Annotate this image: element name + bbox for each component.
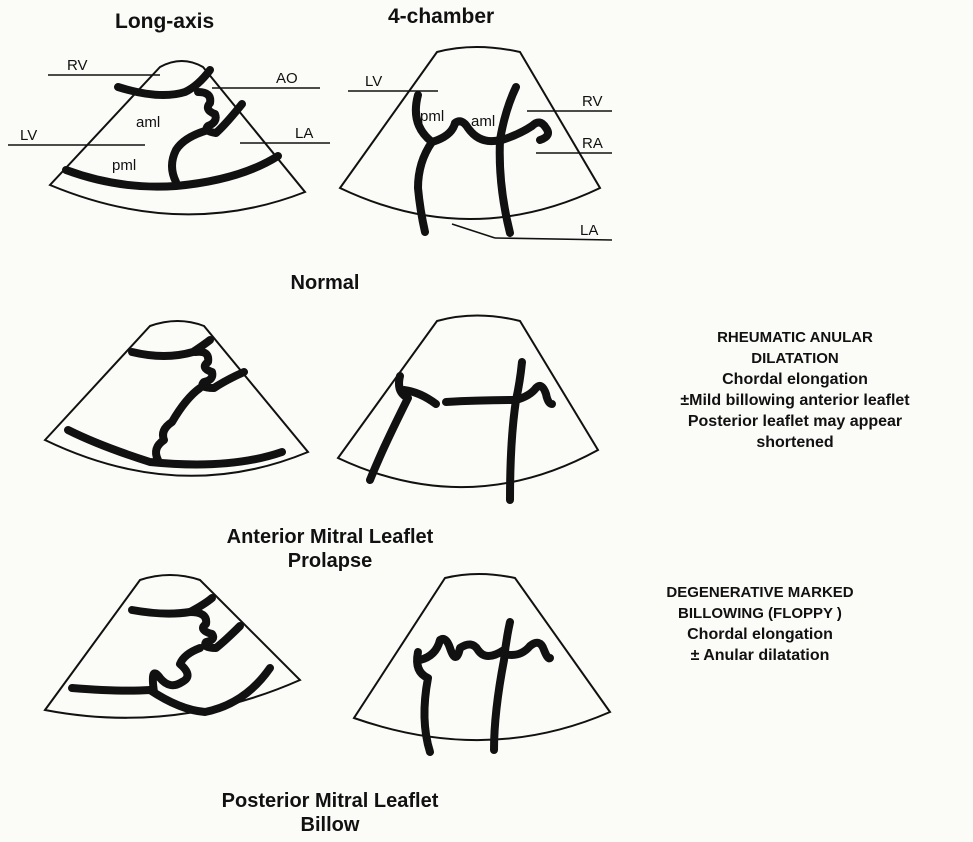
note-degenerative-title-line2: BILLOWING (FLOPPY ) [600, 603, 920, 624]
label-ra: RA [582, 135, 603, 152]
pml-billow-long-axis-view [45, 575, 300, 718]
note-rheumatic-title-line2: DILATATION [620, 348, 970, 369]
sector-outline [50, 61, 305, 214]
sector-outline [45, 575, 300, 718]
posterior-lv-wall [72, 668, 270, 712]
note-degenerative-title-line1: DEGENERATIVE MARKED [600, 582, 920, 603]
septum [500, 87, 516, 233]
label-la: LA [295, 125, 313, 142]
aortic-root [190, 612, 240, 648]
note-degenerative: DEGENERATIVE MARKED BILLOWING (FLOPPY ) … [600, 582, 920, 666]
caption-aml-prolapse-line2: Prolapse [160, 550, 500, 573]
posterior-mitral-leaflet-billow [153, 648, 200, 692]
label-aml: aml [471, 113, 495, 130]
label-la: LA [580, 222, 598, 239]
note-rheumatic-title-line1: RHEUMATIC ANULAR [620, 327, 970, 348]
header-long-axis: Long-axis [115, 10, 214, 34]
note-degenerative-line1: Chordal elongation [600, 624, 920, 645]
caption-normal: Normal [255, 272, 395, 295]
label-pml: pml [112, 157, 136, 174]
note-degenerative-line2: ± Anular dilatation [600, 645, 920, 666]
anterior-mitral-leaflet [156, 388, 200, 460]
label-ao: AO [276, 70, 298, 87]
pml-billow-four-chamber-view [354, 574, 610, 752]
tricuspid-leaflet [504, 643, 550, 659]
label-rv: RV [67, 57, 88, 74]
aortic-root [195, 352, 244, 388]
normal-long-axis-view: RV AO LV LA aml pml [8, 57, 330, 214]
caption-pml-billow-line2: Billow [140, 814, 520, 837]
anterior-mitral-leaflet [172, 130, 208, 182]
aml-prolapse-long-axis-view [45, 321, 308, 476]
caption-aml-prolapse-line1: Anterior Mitral Leaflet [160, 526, 500, 549]
label-lv: LV [20, 127, 37, 144]
mitral-leaflets [404, 390, 516, 404]
label-lv: LV [365, 73, 382, 90]
normal-four-chamber-view: LV RV RA LA pml aml [340, 47, 612, 240]
label-rv: RV [582, 93, 603, 110]
note-rheumatic-line4: shortened [620, 432, 970, 453]
note-rheumatic-line2: ±Mild billowing anterior leaflet [620, 390, 970, 411]
label-pml: pml [420, 108, 444, 125]
note-rheumatic: RHEUMATIC ANULAR DILATATION Chordal elon… [620, 327, 970, 453]
aml-prolapse-four-chamber-view [338, 316, 598, 501]
label-aml: aml [136, 114, 160, 131]
note-rheumatic-line1: Chordal elongation [620, 369, 970, 390]
caption-pml-billow-line1: Posterior Mitral Leaflet [140, 790, 520, 813]
mitral-leaflets [420, 639, 504, 660]
header-four-chamber: 4-chamber [388, 5, 494, 29]
tricuspid-leaflet [502, 122, 548, 140]
septum [494, 622, 510, 750]
note-rheumatic-line3: Posterior leaflet may appear [620, 411, 970, 432]
lv-free-wall [417, 652, 430, 752]
posterior-lv-wall [68, 430, 282, 464]
